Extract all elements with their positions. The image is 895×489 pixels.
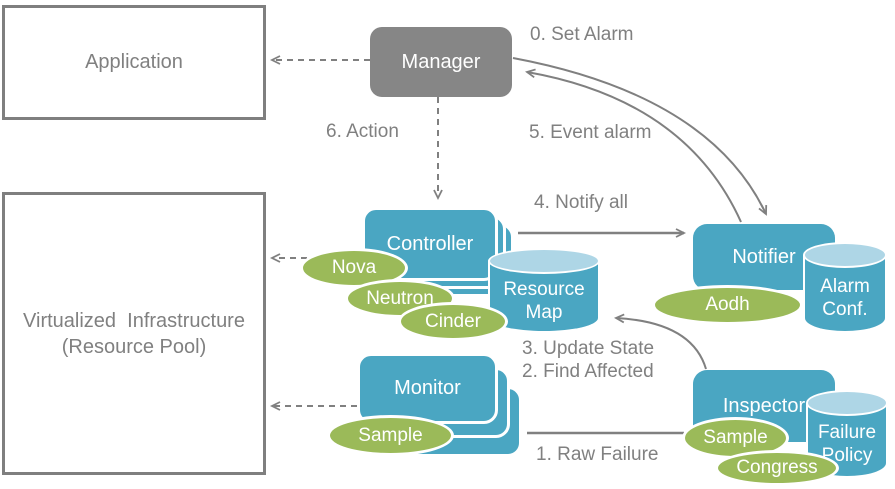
label-step-notify-all: 4. Notify all [534, 192, 628, 213]
alarm-conf-cylinder-top [803, 242, 887, 268]
alarm-conf-label-line1: Alarm [820, 275, 870, 297]
monitor-label: Monitor [394, 377, 461, 399]
label-step-update-state: 3. Update State [522, 338, 655, 359]
virtualized-infrastructure-label-line1: Virtualized Infrastructure [23, 309, 245, 332]
arc-event-alarm-notifier-to-manager [525, 68, 742, 223]
failure-policy-cylinder-top [806, 390, 888, 416]
arc-inspector-to-resource-map [613, 313, 707, 370]
alarm-conf-label: Alarm Conf. [803, 266, 887, 329]
sample-inspector-label: Sample [703, 427, 768, 448]
manager-label: Manager [401, 50, 481, 73]
aodh-label: Aodh [705, 294, 750, 315]
notifier-label: Notifier [732, 245, 796, 268]
controller-node: Controller [362, 207, 498, 281]
virtualized-infrastructure-label-line2: (Resource Pool) [61, 335, 207, 358]
monitor-node: Monitor [357, 353, 498, 424]
resource-map-label: Resource Map [488, 272, 600, 329]
failure-policy-label-line1: Failure [817, 422, 877, 443]
label-step-find-affected: 2. Find Affected [522, 361, 654, 382]
arc-set-alarm-manager-to-notifier [512, 57, 768, 216]
alarm-conf-cylinder: Alarm Conf. [803, 242, 887, 333]
controller-label: Controller [386, 232, 474, 255]
resource-map-label-line2: Map [525, 301, 563, 323]
sample-monitor-ellipse: Sample [327, 415, 454, 456]
manager-node: Manager [370, 27, 512, 97]
alarm-conf-cylinder-body [803, 255, 887, 333]
inspector-label: Inspector [722, 394, 806, 417]
application-label: Application [85, 51, 183, 73]
failure-policy-cylinder: Failure Policy [806, 390, 888, 478]
application-box: Application [2, 5, 266, 120]
alarm-conf-label-line2: Conf. [822, 298, 868, 320]
neutron-label: Neutron [366, 287, 434, 309]
congress-label: Congress [736, 457, 818, 478]
resource-map-cylinder-top [488, 248, 600, 274]
sample-inspector-ellipse: Sample [682, 417, 789, 459]
label-step-raw-failure: 1. Raw Failure [536, 444, 659, 465]
resource-map-cylinder: Resource Map [488, 248, 600, 333]
cinder-label: Cinder [425, 310, 481, 332]
resource-map-label-line1: Resource [503, 278, 585, 300]
aodh-ellipse: Aodh [652, 285, 803, 325]
virtualized-infrastructure-box: Virtualized Infrastructure (Resource Poo… [2, 192, 266, 475]
cinder-ellipse: Cinder [398, 302, 508, 341]
label-step-set-alarm: 0. Set Alarm [530, 24, 634, 45]
sample-monitor-label: Sample [358, 424, 423, 446]
nova-label: Nova [331, 257, 377, 278]
label-step-action: 6. Action [326, 121, 399, 142]
congress-ellipse: Congress [715, 450, 839, 486]
label-step-event-alarm: 5. Event alarm [529, 122, 652, 143]
